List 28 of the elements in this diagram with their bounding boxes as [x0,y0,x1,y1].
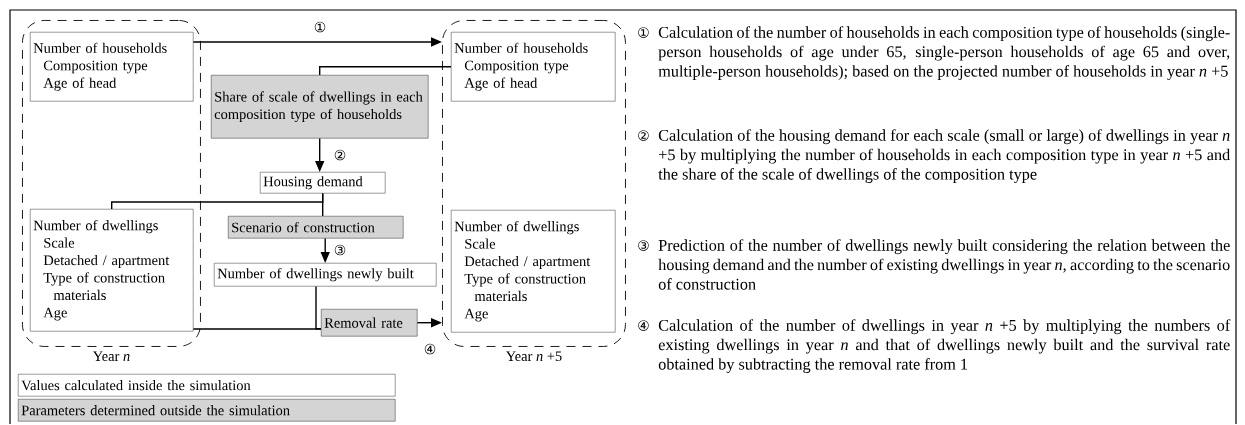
node-label: Year n [92,351,130,362]
step-description: Calculation of the number of households in each composition type of households (single-person households of age under 65, single-person households of age 65 and over, multiple-person households); based on the projected number of households in year n +5 [658,26,1230,80]
value-box: Number of households Composition type Age of head [451,32,616,102]
step-description: Calculation of the number of dwellings in year n +5 by multiplying the numbers of existing dwellings in year n and that of dwellings newly built and the survival rate obtained by subtracting the removal rate from 1 [658,319,1231,373]
step-number: ② [638,130,649,141]
value-box: Number of dwellings Scale Detached / apartment Type of construction materials Age [451,210,616,333]
value-box: Number of households Composition type Age of head [30,32,194,102]
value-box: Number of dwellings newly built [214,263,437,287]
parameter-box: Removal rate [321,309,418,337]
step-description: Prediction of the number of dwellings newly built considering the relation between the housing demand and the number of existing dwellings in year n, according to the scenario of construction [658,239,1230,290]
connector-line [319,66,452,76]
legend-item: Parameters determined outside the simulation [18,399,396,422]
legend-item: Values calculated inside the simulation [18,374,396,397]
step-number: ① [638,27,649,38]
value-box: Number of dwellings Scale Detached / apartment Type of construction materials Age [30,209,194,332]
step-number: ④ [638,320,649,331]
step-number: ② [332,148,348,162]
parameter-box: Scenario of construction [228,216,404,239]
step-description: Calculation of the housing demand for each scale (small or large) of dwellings in year n +5 by multiplying the number of households in each composition type in year n +5 and the share of the scale of dwellings of the composition type [658,129,1230,183]
connector-line [192,328,322,330]
step-number: ④ [422,342,438,356]
step-number: ③ [332,243,348,257]
value-box: Housing demand [260,172,386,194]
parameter-box: Share of scale of dwellings in each composition type of households [211,75,429,139]
step-number: ① [312,20,328,34]
node-label: Year n +5 [505,351,562,362]
step-number: ③ [638,240,649,251]
connector-line [322,192,324,217]
